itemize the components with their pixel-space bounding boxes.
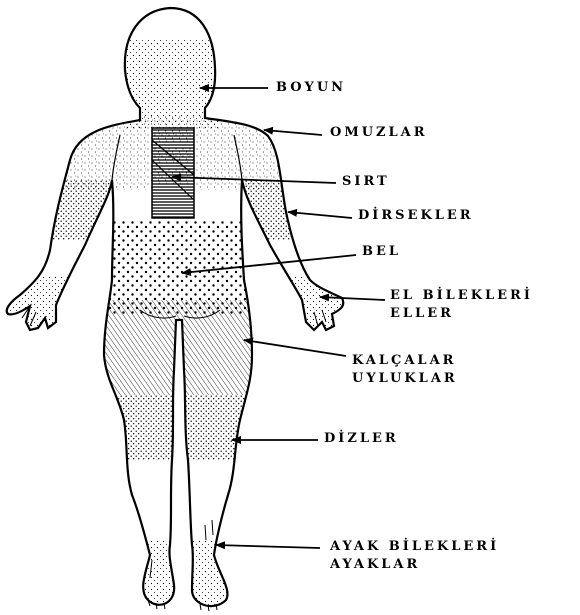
- label-ankles: AYAK BİLEKLERİ: [330, 538, 499, 556]
- label-shoulders: OMUZLAR: [330, 124, 428, 142]
- arrow-hips: [244, 340, 346, 356]
- arrow-ankles: [216, 545, 320, 548]
- label-ankles-feet: AYAK BİLEKLERİ AYAKLAR: [330, 538, 499, 574]
- label-upper-back: SIRT: [342, 173, 390, 191]
- arrow-shoulders: [264, 130, 322, 135]
- elbow-right-region: [245, 180, 305, 240]
- upper-back-region: [152, 128, 194, 218]
- label-wrists-hands: EL BİLEKLERİ ELLER: [390, 287, 533, 323]
- label-hands: ELLER: [390, 305, 533, 323]
- label-wrists: EL BİLEKLERİ: [390, 287, 533, 305]
- label-feet: AYAKLAR: [330, 556, 499, 574]
- label-neck: BOYUN: [276, 79, 346, 97]
- label-thighs: UYLUKLAR: [352, 370, 458, 388]
- arrow-elbows: [288, 212, 352, 218]
- label-knees: DİZLER: [324, 430, 399, 448]
- hips-region: [95, 300, 265, 395]
- label-hips: KALÇALAR: [352, 352, 458, 370]
- body-outline: [0, 8, 350, 615]
- label-lower-back: BEL: [362, 243, 401, 261]
- hand-right-region: [290, 275, 350, 335]
- label-hips-thighs: KALÇALAR UYLUKLAR: [352, 352, 458, 388]
- label-elbows: DİRSEKLER: [358, 207, 474, 225]
